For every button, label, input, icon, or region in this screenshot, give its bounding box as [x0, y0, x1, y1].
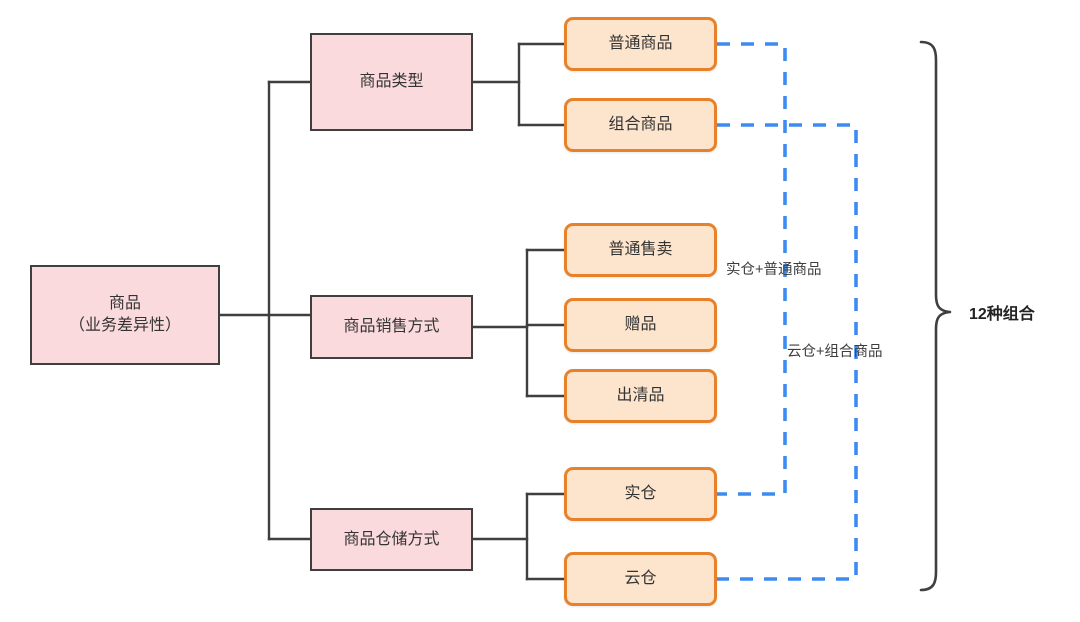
node-leaf-normal-sale[interactable]: 普通售卖 — [564, 223, 717, 277]
summary-label-total-combinations: 12种组合 — [969, 306, 1035, 323]
node-leaf-gift[interactable]: 赠品 — [564, 298, 717, 352]
node-leaf-cloud-warehouse[interactable]: 云仓 — [564, 552, 717, 606]
node-category-storage-method[interactable]: 商品仓储方式 — [310, 508, 473, 571]
node-leaf-real-warehouse[interactable]: 实仓 — [564, 467, 717, 521]
node-leaf-normal-product[interactable]: 普通商品 — [564, 17, 717, 71]
node-root[interactable]: 商品 （业务差异性） — [30, 265, 220, 365]
node-leaf-clearance[interactable]: 出清品 — [564, 369, 717, 423]
summary-brace — [919, 40, 952, 592]
edge-label-cloud-plus-combo: 云仓+组合商品 — [787, 344, 883, 360]
node-category-product-type[interactable]: 商品类型 — [310, 33, 473, 131]
node-category-sales-method[interactable]: 商品销售方式 — [310, 295, 473, 359]
edge-label-real-plus-normal: 实仓+普通商品 — [726, 262, 822, 278]
node-leaf-combo-product[interactable]: 组合商品 — [564, 98, 717, 152]
